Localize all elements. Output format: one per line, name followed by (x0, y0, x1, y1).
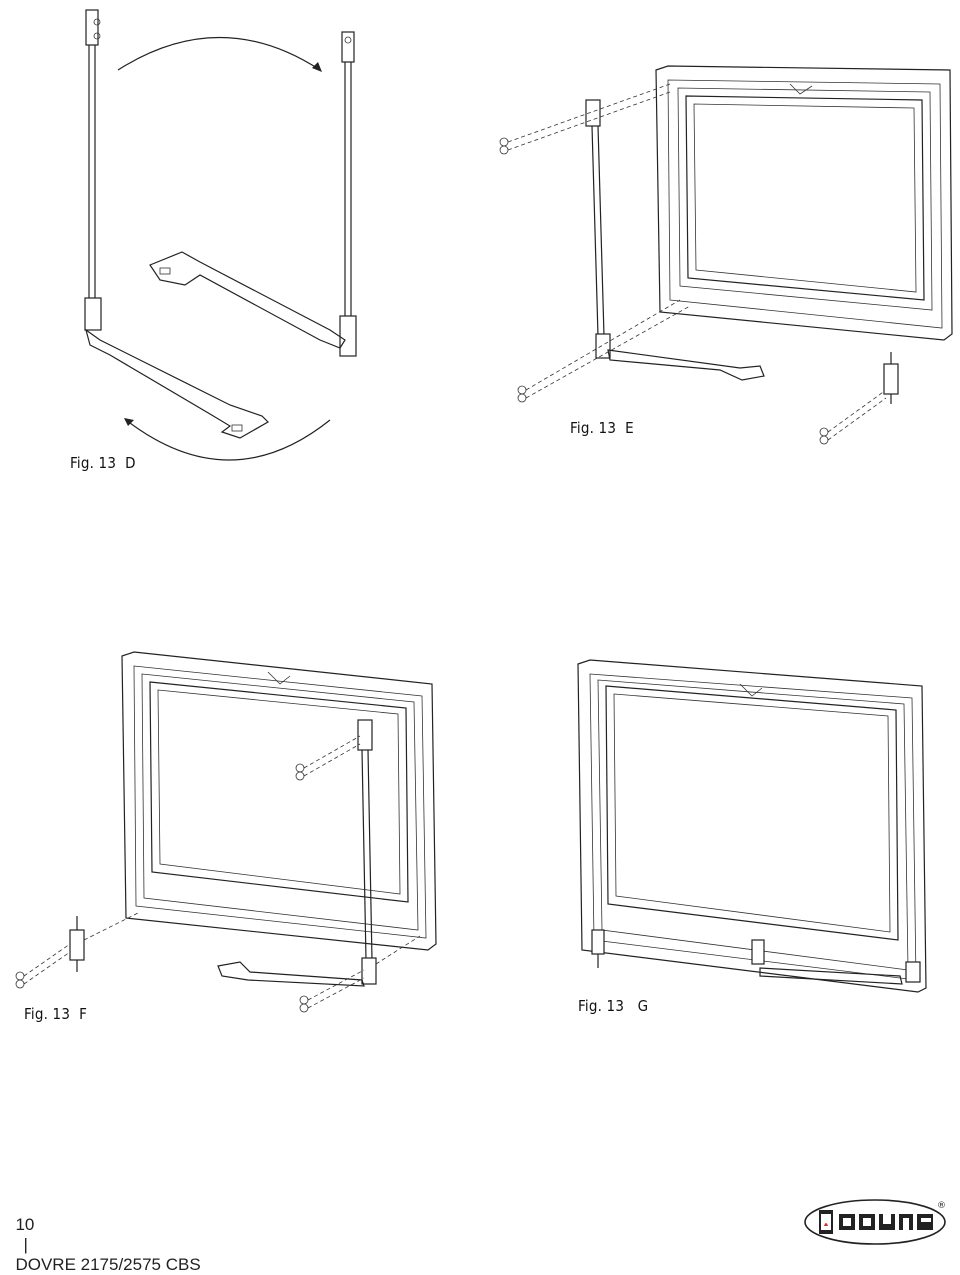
figure-13g-drawing (577, 659, 927, 993)
caption-fig-13f: Fig. 13 F (24, 1005, 88, 1023)
figure-13d-drawing (84, 9, 357, 461)
registered-mark: ® (937, 1201, 946, 1211)
figure-13f-drawing (15, 651, 437, 1013)
footer-separator: | (23, 1235, 28, 1254)
caption-fig-13e: Fig. 13 E (570, 419, 634, 437)
dovre-logo: ® (803, 1196, 951, 1251)
caption-fig-13g: Fig. 13 G (578, 997, 649, 1015)
document-title: DOVRE 2175/2575 CBS (15, 1255, 201, 1274)
page-number: 10 (15, 1215, 35, 1234)
figure-13e-drawing (499, 65, 953, 445)
caption-fig-13d: Fig. 13 D (70, 454, 136, 472)
page-footer: 10 | DOVRE 2175/2575 CBS (6, 1195, 201, 1275)
